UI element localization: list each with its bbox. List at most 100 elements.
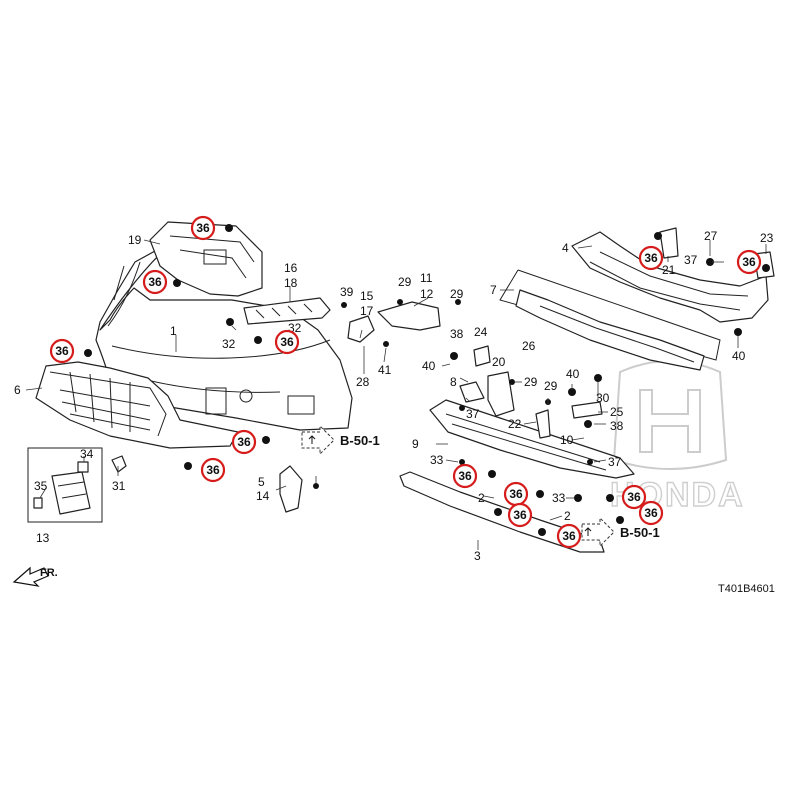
part-label-33: 33 [552, 491, 566, 505]
part-label-27: 27 [704, 229, 718, 243]
callout-36: 36 [638, 500, 664, 526]
part-label-24: 24 [474, 325, 488, 339]
part-label-13: 13 [36, 531, 50, 545]
callout-36: 36 [556, 523, 582, 549]
part-label-30: 30 [596, 391, 610, 405]
part-label-18: 18 [284, 276, 298, 290]
part-label-2: 2 [564, 509, 571, 523]
svg-text:36: 36 [280, 335, 294, 349]
part-label-20: 20 [492, 355, 506, 369]
part-label-40: 40 [566, 367, 580, 381]
callout-36: 36 [190, 215, 216, 241]
svg-text:36: 36 [644, 506, 658, 520]
callout-36: 36 [736, 249, 762, 275]
svg-text:36: 36 [509, 487, 523, 501]
part-label-41: 41 [378, 363, 392, 377]
svg-text:36: 36 [55, 344, 69, 358]
svg-text:36: 36 [562, 529, 576, 543]
svg-text:36: 36 [237, 435, 251, 449]
callout-36: 36 [507, 502, 533, 528]
part-label-29: 29 [544, 379, 558, 393]
license-bracket-group [27, 447, 103, 523]
part-label-15: 15 [360, 289, 374, 303]
part-label-37: 37 [466, 407, 480, 421]
bracket-22-part [535, 409, 551, 439]
lower-deflector-part [429, 399, 635, 479]
part-labels: 1 2 2 3 4 5 6 7 8 9 10 11 12 13 14 15 16… [14, 229, 774, 563]
part-label-1: 1 [170, 324, 177, 338]
part-label-28: 28 [356, 375, 370, 389]
reference-b50-1-right: B-50-1 [581, 516, 660, 548]
part-label-32: 32 [222, 337, 236, 351]
svg-text:36: 36 [206, 463, 220, 477]
part-label-7: 7 [490, 283, 497, 297]
part-label-31: 31 [112, 479, 126, 493]
bracket-8-part [459, 381, 485, 403]
part-label-19: 19 [128, 233, 142, 247]
bracket-24-part [473, 345, 491, 367]
part-label-37: 37 [608, 455, 622, 469]
clip-31-part [111, 455, 127, 473]
svg-text:36: 36 [513, 508, 527, 522]
part-label-25: 25 [610, 405, 624, 419]
reference-label: B-50-1 [340, 433, 380, 448]
svg-text:36: 36 [458, 469, 472, 483]
part-label-6: 6 [14, 383, 21, 397]
part-label-37: 37 [684, 253, 698, 267]
part-label-8: 8 [450, 375, 457, 389]
part-label-40: 40 [422, 359, 436, 373]
svg-text:36: 36 [148, 275, 162, 289]
part-label-22: 22 [508, 417, 522, 431]
part-label-12: 12 [420, 287, 434, 301]
callout-36: 36 [49, 338, 75, 364]
part-label-39: 39 [340, 285, 354, 299]
bracket-15-part [347, 315, 375, 343]
svg-text:36: 36 [627, 490, 641, 504]
reference-b50-1-left: B-50-1 [301, 424, 380, 456]
callout-36: 36 [503, 481, 529, 507]
bracket-21-part [659, 227, 679, 259]
reference-label: B-50-1 [620, 525, 660, 540]
callout-36: 36 [142, 269, 168, 295]
leader-lines [25, 239, 767, 550]
part-label-21: 21 [662, 263, 676, 277]
part-label-38: 38 [610, 419, 624, 433]
part-label-34: 34 [80, 447, 94, 461]
fastener-clips [84, 224, 770, 536]
callout-36: 36 [231, 429, 257, 455]
part-label-11: 11 [420, 271, 433, 285]
bracket-11-part [377, 301, 441, 331]
reinforcement-beam-part [571, 231, 769, 323]
front-direction-arrow: FR. [12, 566, 58, 587]
part-label-10: 10 [560, 433, 574, 447]
callout-36: 36 [638, 245, 664, 271]
part-label-9: 9 [412, 437, 419, 451]
part-label-16: 16 [284, 261, 298, 275]
part-label-26: 26 [522, 339, 536, 353]
part-label-23: 23 [760, 231, 774, 245]
callout-36: 36 [274, 329, 300, 355]
cover-20-part [487, 371, 515, 417]
bracket-25-part [571, 401, 603, 419]
part-label-29: 29 [524, 375, 538, 389]
front-label: FR. [40, 567, 58, 579]
part-label-29: 29 [450, 287, 464, 301]
part-label-29: 29 [398, 275, 412, 289]
callout-36: 36 [200, 457, 226, 483]
grille-part [35, 361, 239, 449]
diagram-code: T401B4601 [718, 583, 775, 595]
part-label-14: 14 [256, 489, 270, 503]
svg-text:36: 36 [644, 251, 658, 265]
part-label-4: 4 [562, 241, 569, 255]
svg-text:36: 36 [742, 255, 756, 269]
callout-36: 36 [621, 484, 647, 510]
part-label-5: 5 [258, 475, 265, 489]
callout-markers: 36 36 36 36 36 36 36 36 [49, 215, 762, 549]
part-label-35: 35 [34, 479, 48, 493]
upper-rail-part [243, 297, 331, 325]
part-label-3: 3 [474, 549, 481, 563]
part-label-38: 38 [450, 327, 464, 341]
callout-36: 36 [452, 463, 478, 489]
part-label-17: 17 [360, 304, 374, 318]
